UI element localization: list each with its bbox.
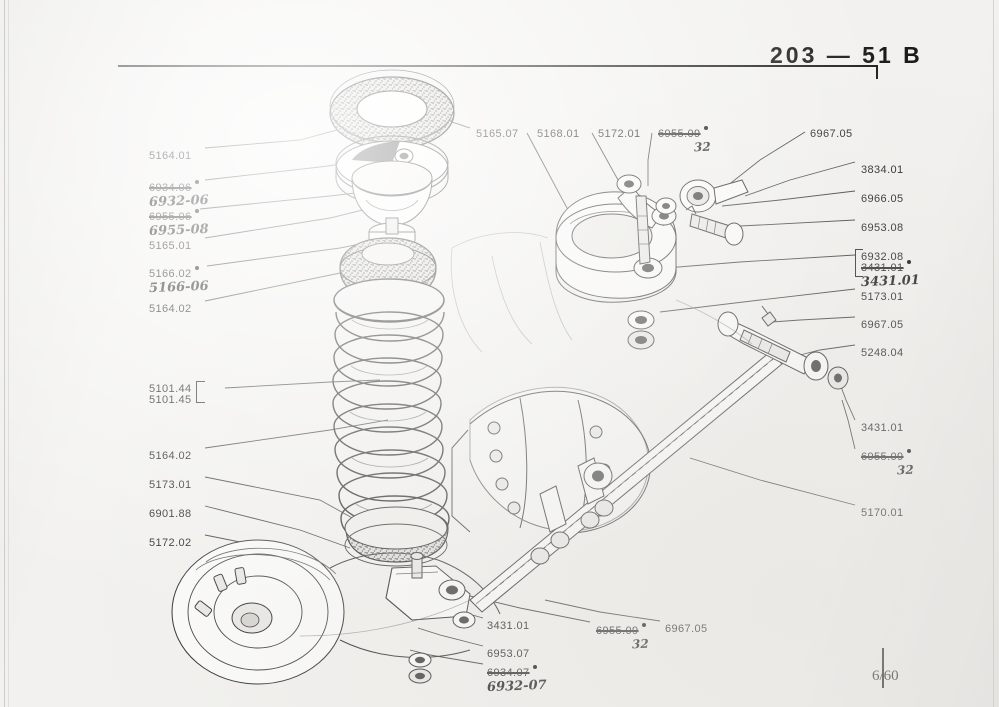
- bump-stop-rubber: [329, 69, 455, 150]
- header-rule: [118, 65, 878, 67]
- callout-c-5168-01: 5168.01: [537, 128, 580, 140]
- handwritten-c-3431-01-r2: 3431.01: [860, 272, 921, 291]
- callout-c-3431-01-r2: 3431.01: [861, 262, 904, 274]
- spring-seat-bracket: [385, 552, 471, 621]
- annotation-dot: [642, 623, 646, 627]
- callout-c-6955-09-b: 6955.09: [596, 625, 639, 637]
- handwritten-c-6934-07: 6932-07: [486, 677, 547, 696]
- callout-c-6955-06: 6955.06: [149, 211, 192, 223]
- callout-c-6934-06: 6934.06: [149, 182, 192, 194]
- upper-rubber-mount: [351, 160, 433, 227]
- callout-c-5173-01-l: 5173.01: [149, 479, 192, 491]
- callout-c-6953-08: 6953.08: [861, 222, 904, 234]
- sheet-number: 203 — 51 B: [770, 42, 923, 68]
- annotation-dot: [907, 449, 911, 453]
- callout-c-5173-01-r: 5173.01: [861, 291, 904, 303]
- callout-c-6901-88: 6901.88: [149, 508, 192, 520]
- lower-fastener-stack: [408, 611, 476, 684]
- callout-c-5248-04: 5248.04: [861, 347, 904, 359]
- callout-c-3834-01: 3834.01: [861, 164, 904, 176]
- callout-c-5165-07: 5165.07: [476, 128, 519, 140]
- annotation-dot: [907, 260, 911, 264]
- callout-c-5165-01: 5165.01: [149, 240, 192, 252]
- callout-c-5164-02a: 5164.02: [149, 303, 192, 315]
- brace-6932-08: [855, 249, 863, 277]
- handwritten-c-6955-09-t: 32: [693, 139, 711, 155]
- upper-link-rod: [679, 179, 749, 246]
- callout-c-5172-01: 5172.01: [598, 128, 641, 140]
- callout-c-3431-01-r: 3431.01: [861, 422, 904, 434]
- shock-mount-washers: [627, 310, 655, 350]
- brace-5101: [196, 381, 205, 403]
- callout-c-5170-01: 5170.01: [861, 507, 904, 519]
- callout-c-5164-02b: 5164.02: [149, 450, 192, 462]
- callout-c-6955-09-t: 6955.09: [658, 128, 701, 140]
- handwritten-c-6955-09-b: 32: [631, 636, 649, 652]
- handwritten-c-5166-02: 5166-06: [148, 278, 209, 297]
- callout-c-3431-01-b: 3431.01: [487, 620, 530, 632]
- callout-c-5166-02: 5166.02: [149, 268, 192, 280]
- callout-c-6967-05-b: 6967.05: [665, 623, 708, 635]
- handwritten-c-6934-06: 6932-06: [148, 192, 209, 211]
- callout-c-6966-05: 6966.05: [861, 193, 904, 205]
- callout-c-6955-09-r: 6955.09: [861, 451, 904, 463]
- callout-c-5172-02: 5172.02: [149, 537, 192, 549]
- handwritten-c-6955-06: 6955-08: [148, 221, 209, 240]
- annotation-dot: [195, 209, 199, 213]
- handwritten-c-6955-09-r: 32: [896, 462, 914, 478]
- callout-c-6953-07: 6953.07: [487, 648, 530, 660]
- annotation-dot: [533, 665, 537, 669]
- annotation-dot: [195, 266, 199, 270]
- annotation-dot: [704, 126, 708, 130]
- callout-c-5101-45: 5101.45: [149, 394, 192, 406]
- callout-c-6967-05-t: 6967.05: [810, 128, 853, 140]
- callout-c-5164-01: 5164.01: [149, 150, 192, 162]
- callout-c-6934-07: 6934.07: [487, 667, 530, 679]
- callout-c-6967-05-r: 6967.05: [861, 319, 904, 331]
- annotation-dot: [195, 180, 199, 184]
- page-number: 6/60: [872, 668, 899, 684]
